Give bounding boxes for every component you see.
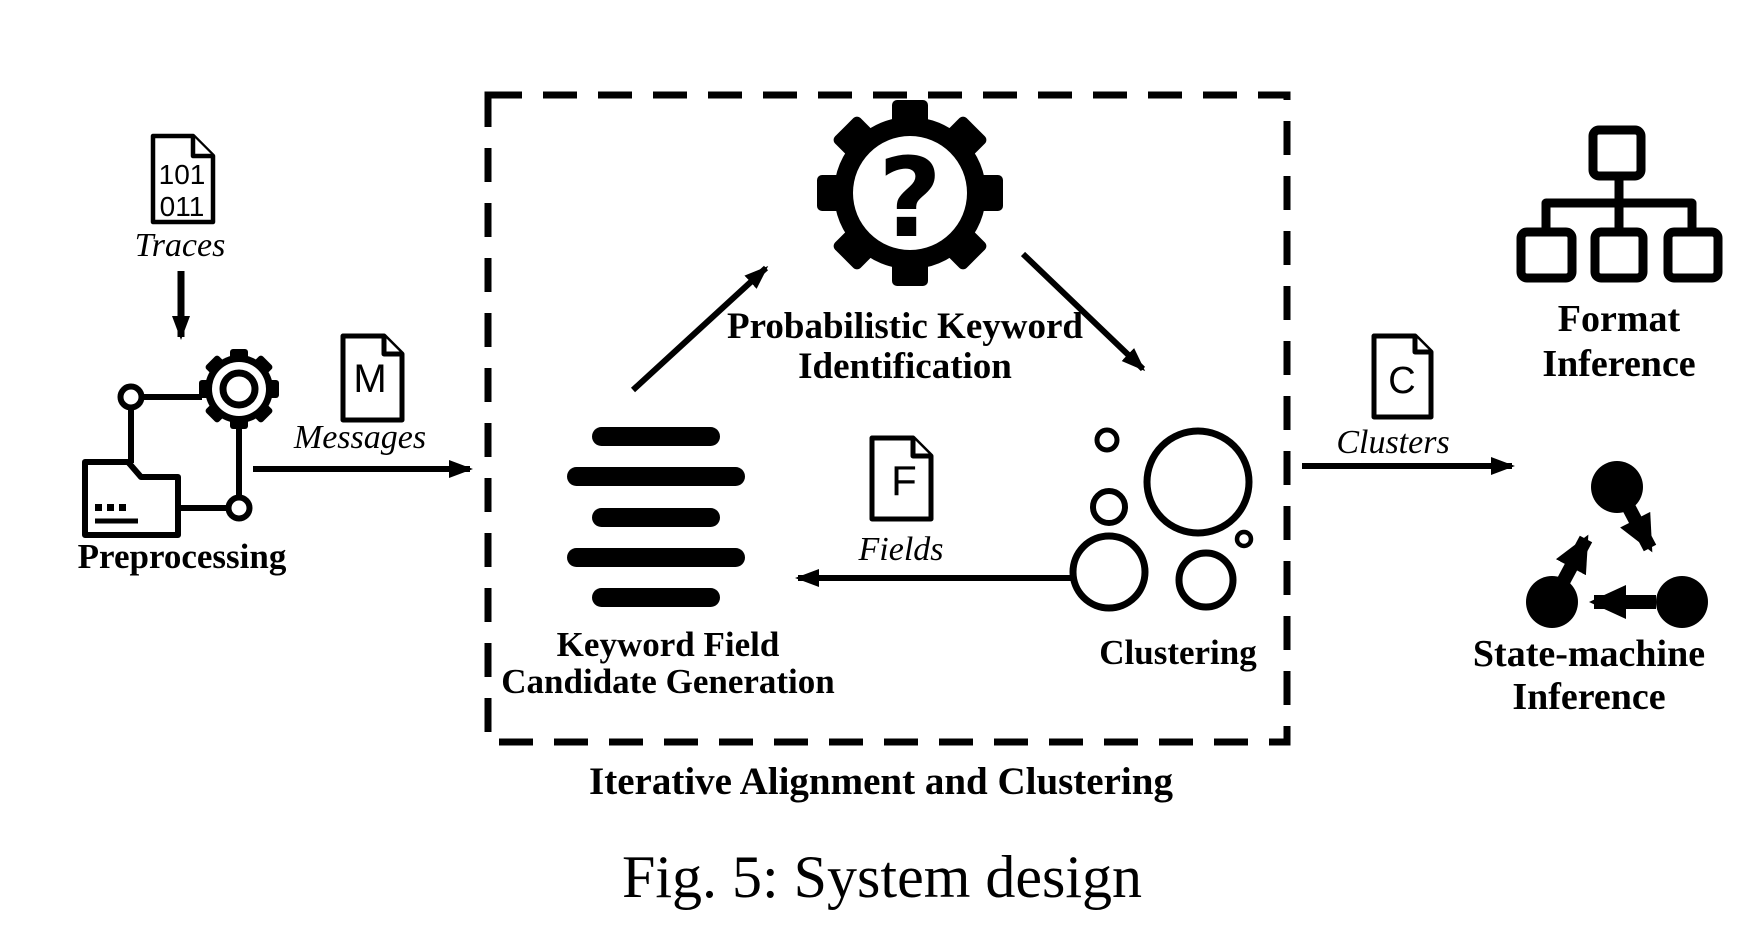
arrow-identification-to-clustering bbox=[1020, 251, 1146, 372]
fields-doc-letter: F bbox=[891, 457, 917, 504]
traces-label: Traces bbox=[134, 227, 226, 264]
preprocessing-icon bbox=[82, 349, 279, 538]
format-inference-label: Format Inference bbox=[1542, 298, 1696, 385]
messages-doc-letter: M bbox=[353, 357, 386, 401]
clustering-circles-icon bbox=[1069, 427, 1254, 612]
messages-doc-icon: M bbox=[340, 333, 405, 423]
figure-caption: Fig. 5: System design bbox=[621, 844, 1143, 910]
clusters-doc-icon: C bbox=[1371, 333, 1434, 420]
state-machine-inference-label: State-machine Inference bbox=[1472, 633, 1706, 718]
probabilistic-keyword-identification-label: Probabilistic Keyword Identification bbox=[727, 306, 1083, 387]
node-connector-circle bbox=[117, 383, 145, 411]
keyword-field-lines-icon bbox=[567, 427, 745, 607]
fields-doc-icon: F bbox=[869, 435, 934, 522]
iterative-box-label: Iterative Alignment and Clustering bbox=[589, 760, 1173, 803]
clusters-doc-letter: C bbox=[1388, 360, 1415, 402]
preprocessing-label: Preprocessing bbox=[77, 537, 287, 576]
question-mark-glyph: ? bbox=[878, 134, 942, 262]
preprocessing-gear-icon bbox=[199, 349, 279, 429]
question-gear-icon: ? bbox=[817, 100, 1003, 286]
clustering-label: Clustering bbox=[1099, 633, 1257, 672]
iterative-box-border bbox=[484, 91, 1291, 746]
traces-doc-icon: 101 011 bbox=[150, 133, 216, 225]
format-tree-icon bbox=[1516, 125, 1723, 283]
clusters-label: Clusters bbox=[1336, 424, 1450, 461]
preprocessing-folder-icon bbox=[82, 459, 181, 538]
node-connector-circle bbox=[225, 494, 253, 522]
state-machine-icon bbox=[1526, 461, 1708, 628]
traces-doc-text-1: 101 bbox=[159, 159, 206, 190]
messages-label: Messages bbox=[293, 419, 427, 456]
arrow-keyword-to-identification bbox=[630, 265, 769, 393]
keyword-field-candidate-generation-label: Keyword Field Candidate Generation bbox=[501, 625, 835, 701]
traces-doc-text-2: 011 bbox=[160, 191, 205, 222]
fields-label: Fields bbox=[858, 531, 944, 568]
